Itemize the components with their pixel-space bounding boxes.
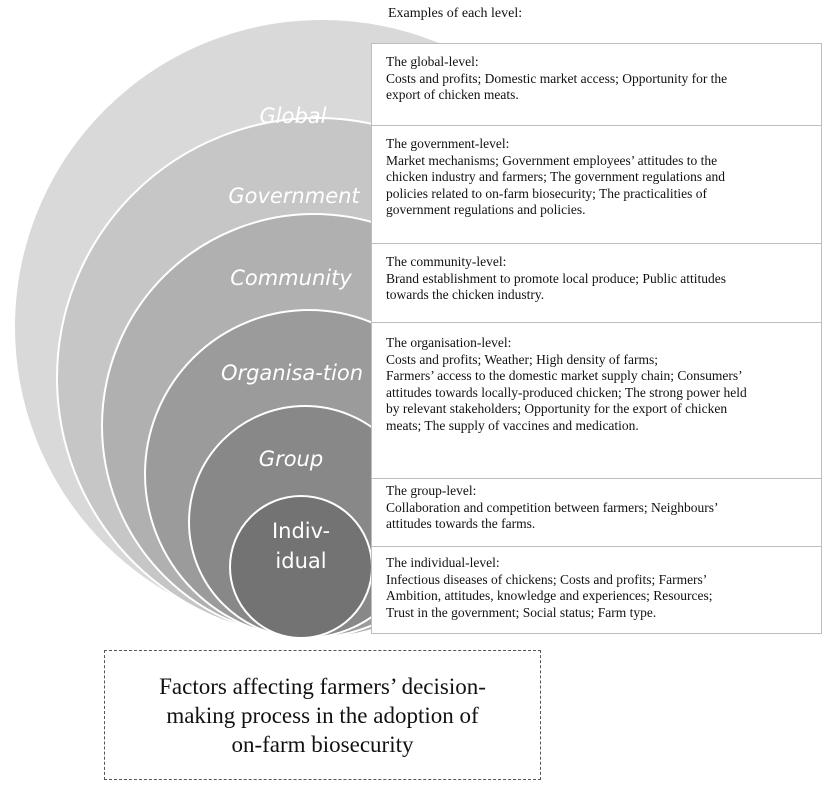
box-title-individual: The individual-level: <box>386 555 500 570</box>
box-text-global-line-1: Costs and profits; Domestic market acces… <box>386 70 728 86</box>
box-text-government-line-4: government regulations and policies. <box>386 202 586 217</box>
level-label-organisation: Organisa-tion <box>220 361 364 385</box>
box-text-organisation-line-2: Farmers’ access to the domestic market s… <box>386 368 743 383</box>
box-title-group: The group-level: <box>386 483 477 498</box>
box-organisation: The organisation-level: Costs and profit… <box>372 322 821 478</box>
box-text-individual-line-1: Infectious diseases of chickens; Costs a… <box>386 571 708 587</box>
box-text-organisation-line-3: attitudes towards locally-produced chick… <box>386 384 747 400</box>
box-text-individual-line-2: Ambition, attitudes, knowledge and exper… <box>386 588 713 603</box>
box-title-global: The global-level: <box>386 54 479 69</box>
box-title-government: The government-level: <box>386 136 510 151</box>
caption-line-2: making process in the adoption of <box>166 702 479 728</box>
caption-text: Factors affecting farmers’ decision- mak… <box>159 672 486 759</box>
box-text-group-line-2: attitudes towards the farms. <box>386 516 536 531</box>
caption-box: Factors affecting farmers’ decision- mak… <box>104 650 541 780</box>
box-text-global-line-2: export of chicken meats. <box>386 87 519 102</box>
box-text-group-line-1: Collaboration and competition between fa… <box>386 499 719 515</box>
box-text-organisation-line-1: Costs and profits; Weather; High density… <box>386 351 658 367</box>
box-text-government-line-2: chicken industry and farmers; The govern… <box>386 169 726 184</box>
box-title-organisation: The organisation-level: <box>386 335 512 350</box>
level-label-community: Community <box>230 266 352 290</box>
caption-line-1: Factors affecting farmers’ decision- <box>159 673 486 699</box>
box-government: The government-level: Market mechanisms;… <box>372 125 821 243</box>
examples-panel: The global-level: Costs and profits; Dom… <box>371 43 822 634</box>
level-label-government: Government <box>228 184 360 208</box>
box-individual: The individual-level: Infectious disease… <box>372 546 821 633</box>
box-text-organisation-line-5: meats; The supply of vaccines and medica… <box>386 417 639 433</box>
examples-heading: Examples of each level: <box>388 6 523 21</box>
caption-line-3: on-farm biosecurity <box>231 731 414 757</box>
box-title-community: The community-level: <box>386 254 507 269</box>
box-text-community-line-1: Brand establishment to promote local pro… <box>386 270 727 286</box>
level-label-individual: Indiv- idual <box>251 518 351 574</box>
level-label-individual-line-2: idual <box>275 549 327 573</box>
box-community: The community-level: Brand establishment… <box>372 243 821 322</box>
box-text-organisation-line-4: by relevant stakeholders; Opportunity fo… <box>386 401 728 416</box>
box-text-government-line-3: policies related to on-farm biosecurity;… <box>386 185 708 201</box>
level-label-individual-line-1: Indiv- <box>271 519 331 543</box>
box-text-government-line-1: Market mechanisms; Government employees’… <box>386 152 718 168</box>
box-global: The global-level: Costs and profits; Dom… <box>372 44 821 125</box>
box-text-community-line-2: towards the chicken industry. <box>386 287 545 302</box>
level-label-group: Group <box>258 447 324 471</box>
box-group: The group-level: Collaboration and compe… <box>372 478 821 546</box>
level-label-global: Global <box>259 104 327 128</box>
box-text-individual-line-3: Trust in the government; Social status; … <box>386 604 657 620</box>
